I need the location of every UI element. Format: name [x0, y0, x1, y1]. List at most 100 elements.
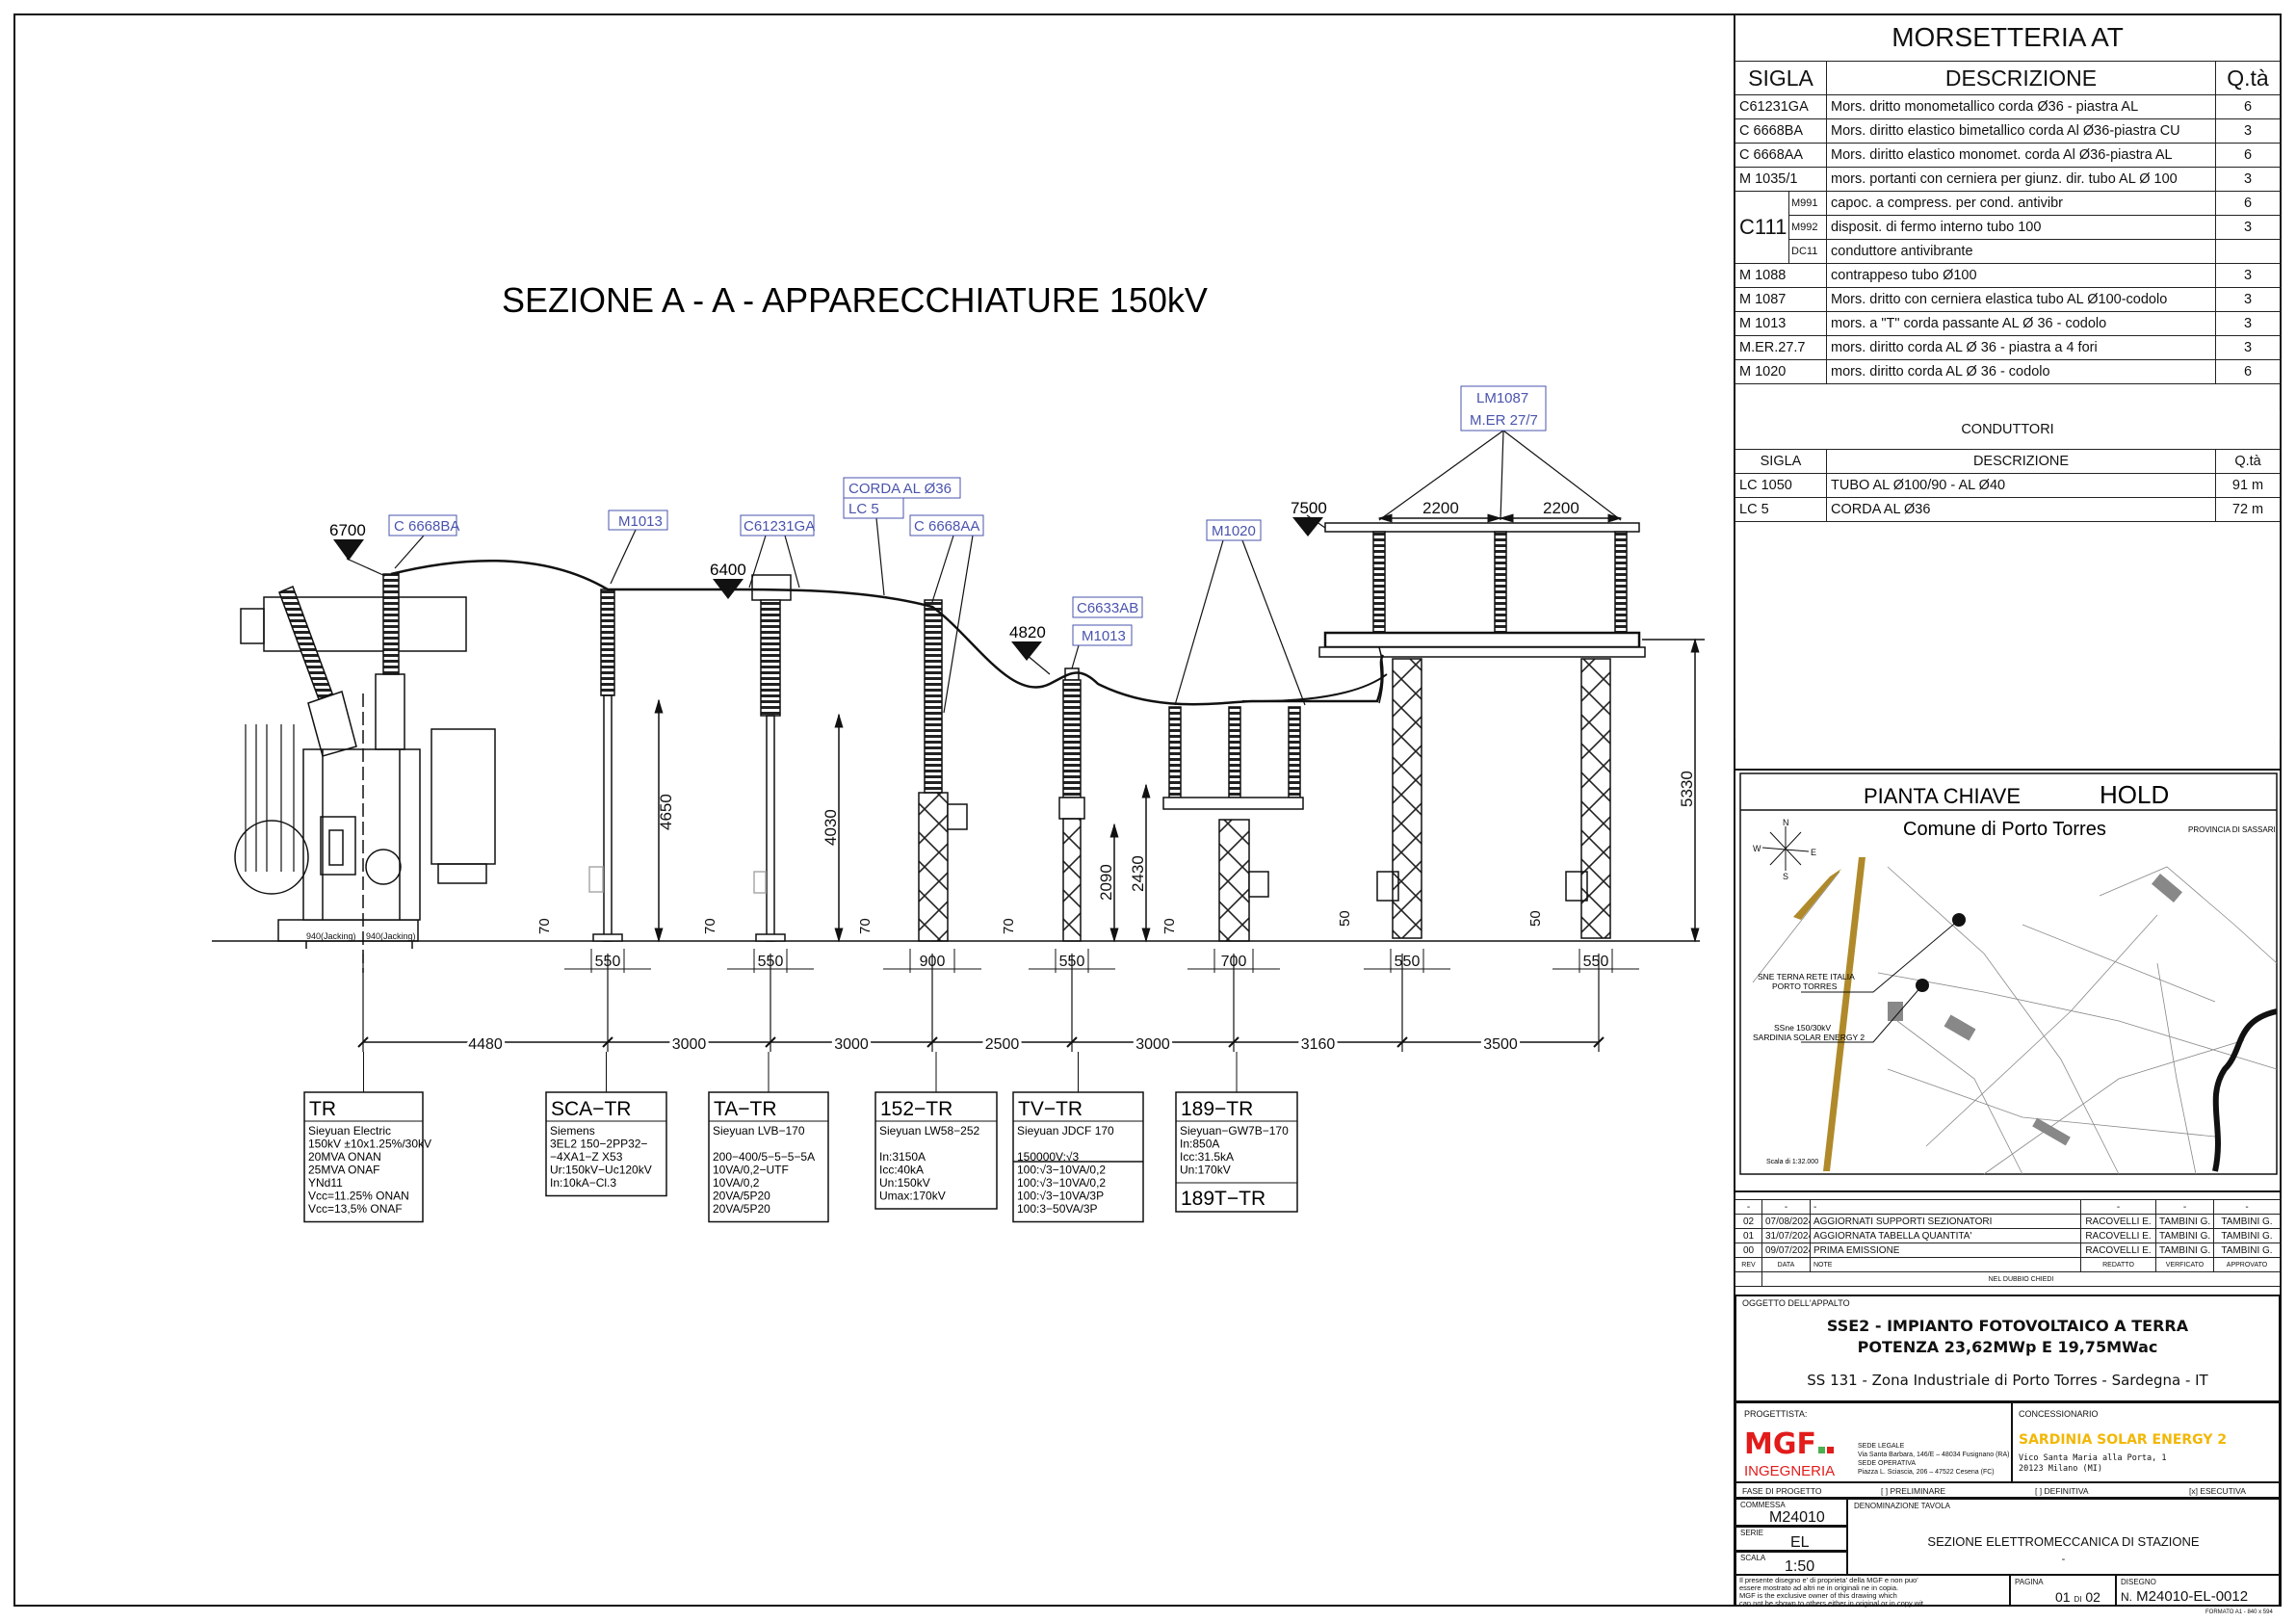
- revision-cell: 31/07/2024: [1761, 1228, 1811, 1243]
- base-height: 70: [857, 918, 874, 934]
- svg-text:LM1087: LM1087: [1476, 390, 1528, 406]
- revision-cell: -: [2155, 1199, 2214, 1215]
- object-block: OGGETTO DELL'APPALTO SSE2 - IMPIANTO FOT…: [1735, 1295, 2281, 1402]
- sheet-format: FORMATO A1 - 840 x 594: [2205, 1609, 2273, 1615]
- revision-cell: -: [2080, 1199, 2156, 1215]
- equipment-spec: 10VA/0,2−UTF: [713, 1164, 789, 1177]
- col-qty: Q.tà: [2215, 61, 2281, 95]
- page-number: 01: [2055, 1589, 2071, 1605]
- description-cell: mors. diritto corda AL Ø 36 - codolo: [1826, 359, 2216, 384]
- scala-cell: SCALA 1:50: [1735, 1551, 1848, 1576]
- drawing-title: SEZIONE A - A - APPARECCHIATURE 150kV: [502, 280, 1208, 320]
- description-cell: Mors. dritto con cerniera elastica tubo …: [1826, 287, 2216, 312]
- revision-cell: -: [1735, 1199, 1762, 1215]
- revision-row: ------: [1735, 1199, 2281, 1215]
- label-ssne: SSne 150/30kV: [1774, 1023, 1831, 1033]
- commessa-label: COMMESSA: [1740, 1501, 1786, 1509]
- quantity-cell: [2215, 239, 2281, 264]
- scala-label: SCALA: [1740, 1554, 1766, 1562]
- quantity-cell: 3: [2215, 118, 2281, 144]
- revision-header-cell: REDATTO: [2080, 1257, 2156, 1272]
- equipment-spec: 150000V:√3: [1017, 1150, 1080, 1164]
- key-map: PIANTA CHIAVE HOLD Comune di Porto Torre…: [1739, 772, 2278, 1175]
- label-terna: SNE TERNA RETE ITALIA: [1758, 972, 1855, 981]
- revision-cell: -: [2213, 1199, 2281, 1215]
- sede-operativa-address: Piazza L. Sciascia, 206 – 47522 Cesena (…: [1858, 1469, 1995, 1476]
- road: [1823, 857, 1866, 1171]
- equipment-spec: Vcc=13,5% ONAF: [308, 1202, 403, 1216]
- object-label: OGGETTO DELL'APPALTO: [1742, 1298, 1850, 1308]
- revision-cell: -: [1810, 1199, 2081, 1215]
- serie-value: EL: [1790, 1534, 1810, 1551]
- revision-cell: 02: [1735, 1214, 1762, 1229]
- jacking-dim: 940(Jacking): [366, 931, 416, 941]
- base-width-label: 550: [758, 954, 784, 970]
- province: PROVINCIA DI SASSARI: [2188, 825, 2276, 834]
- revision-cell: RACOVELLI E.: [2080, 1214, 2156, 1229]
- phase-definitiva: [ ] DEFINITIVA: [2035, 1486, 2089, 1496]
- page-label: PAGINA: [2015, 1578, 2044, 1586]
- phase-label: FASE DI PROGETTO: [1742, 1486, 1822, 1496]
- equipment-spec: Icc:31.5kA: [1180, 1150, 1234, 1164]
- jacking-dim: 940(Jacking): [306, 931, 356, 941]
- quantity-cell: 3: [2215, 335, 2281, 360]
- description-cell: disposit. di fermo interno tubo 100: [1826, 215, 2216, 240]
- equipment-tag: TA−TR: [714, 1098, 777, 1120]
- sheet-frame: [13, 13, 2282, 1607]
- sede-legale-address: Via Santa Barbara, 146/E – 48034 Fusigna…: [1858, 1452, 2010, 1458]
- level-4820: 4820: [1009, 623, 1046, 641]
- municipality: Comune di Porto Torres: [1903, 819, 2106, 840]
- svg-text:LC 5: LC 5: [848, 501, 879, 517]
- page-cell: PAGINA 01 DI 02: [2009, 1574, 2117, 1607]
- base-width-label: 550: [1395, 954, 1421, 970]
- scala-value: 1:50: [1785, 1558, 1815, 1575]
- revision-header-cell: DATA: [1761, 1257, 1811, 1272]
- quantity-cell: 3: [2215, 311, 2281, 336]
- description-cell: capoc. a compress. per cond. antivibr: [1826, 191, 2216, 216]
- level-7500: 7500: [1291, 499, 1327, 517]
- denominazione-label: DENOMINAZIONE TAVOLA: [1854, 1502, 1951, 1510]
- height-2430: 2430: [1129, 855, 1147, 892]
- sigla-cell: M 1035/1: [1735, 167, 1827, 192]
- serie-cell: SERIE EL: [1735, 1526, 1848, 1552]
- height-4030: 4030: [822, 809, 840, 846]
- equipment-spec: 20MVA ONAN: [308, 1150, 381, 1164]
- revision-cell: TAMBINI G.: [2155, 1228, 2214, 1243]
- equipment-spec: 150kV ±10x1.25%/30kV: [308, 1138, 431, 1151]
- equipment-spec: In:850A: [1180, 1138, 1219, 1151]
- revision-cell: PRIMA EMISSIONE: [1810, 1243, 2081, 1258]
- bus-spacing-2: 2200: [1543, 499, 1579, 517]
- svg-text:C6633AB: C6633AB: [1077, 600, 1138, 616]
- equipment-spec: 3EL2 150−2PP32−: [550, 1138, 647, 1151]
- sigla-cell: M 1088: [1735, 263, 1827, 288]
- revision-cell: TAMBINI G.: [2213, 1228, 2281, 1243]
- equipment-spec: Sieyuan LW58−252: [879, 1124, 980, 1138]
- equipment-spec: 100:√3−10VA/0,2: [1017, 1176, 1106, 1190]
- svg-text:W: W: [1753, 844, 1761, 853]
- sigla-cell: LC 1050: [1735, 473, 1827, 498]
- sigla-cell: C111: [1735, 191, 1789, 264]
- equipment-spec: Sieyuan LVB−170: [713, 1124, 805, 1138]
- base-width-label: 550: [595, 954, 621, 970]
- revision-cell: 07/08/2024: [1761, 1214, 1811, 1229]
- svg-text:N: N: [1783, 818, 1789, 827]
- spacing-label: 4480: [468, 1036, 503, 1053]
- sub-sigla-cell: M991: [1788, 191, 1827, 216]
- conduttori-table: CONDUTTORI SIGLA DESCRIZIONE Q.tà LC 105…: [1734, 410, 2282, 739]
- phase-esecutiva: [x] ESECUTIVA: [2189, 1486, 2246, 1496]
- base-height: 50: [1527, 910, 1544, 927]
- quantity-cell: 3: [2215, 215, 2281, 240]
- mgf-subtitle: INGEGNERIA: [1744, 1463, 1836, 1479]
- revision-cell: -: [1761, 1199, 1811, 1215]
- disclaimer-line: can not be shown to others either in ori…: [1739, 1599, 1923, 1608]
- revision-cell: RACOVELLI E.: [2080, 1243, 2156, 1258]
- equipment-spec: Un:170kV: [1180, 1164, 1231, 1177]
- equipment-spec: YNd11: [308, 1176, 343, 1190]
